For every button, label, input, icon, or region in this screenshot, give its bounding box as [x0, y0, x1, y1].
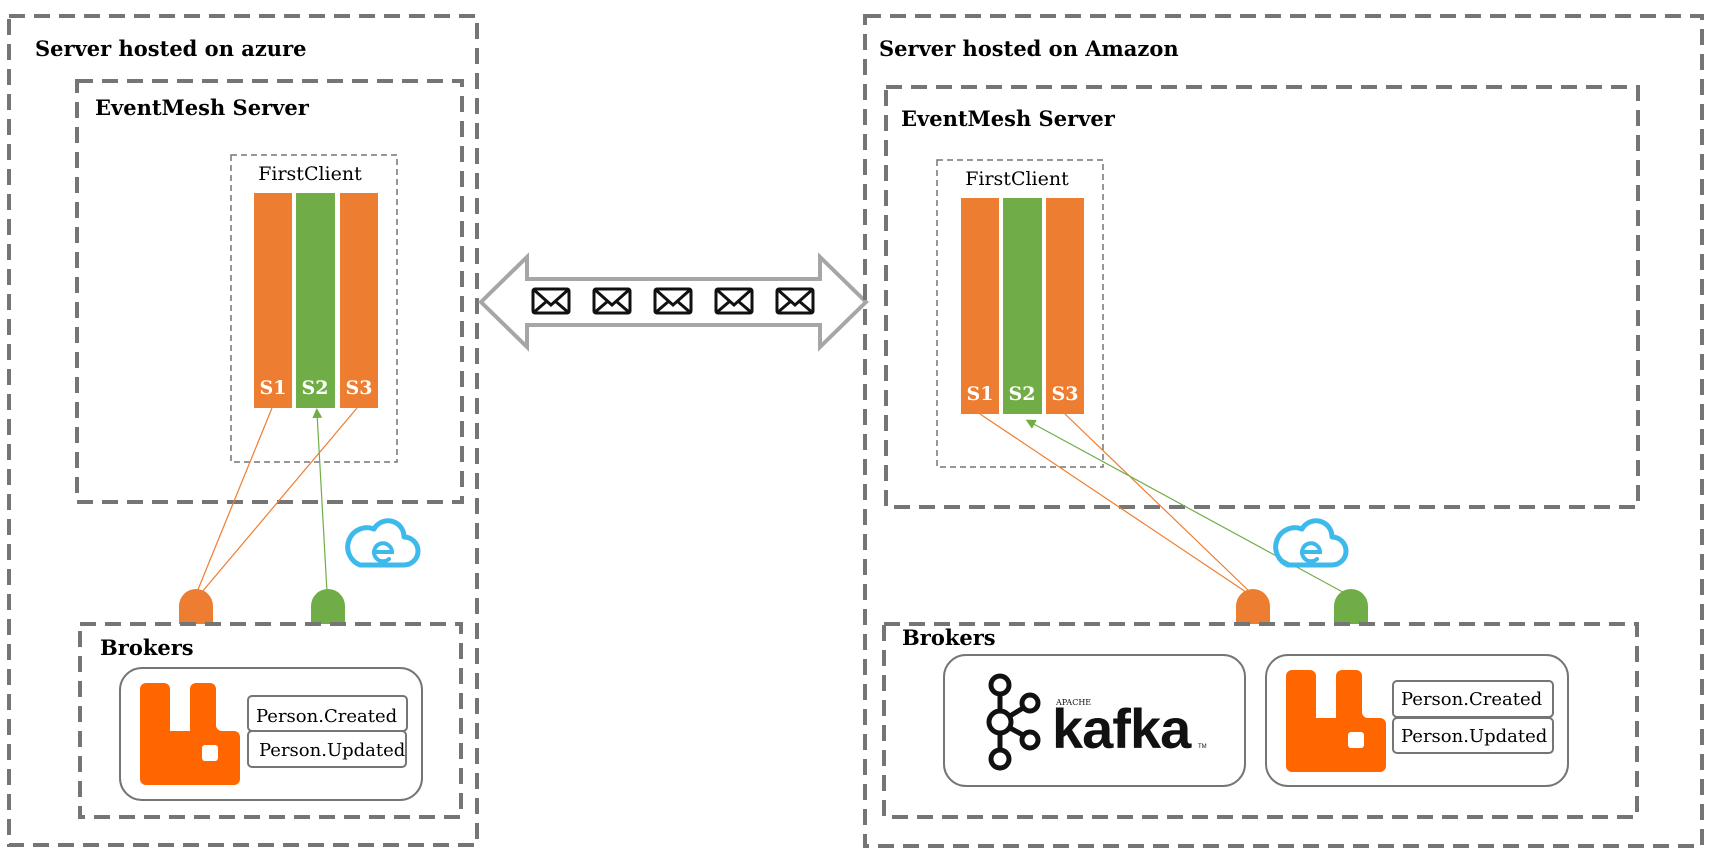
left-bar-s3 [340, 193, 378, 408]
envelope-icon [653, 287, 693, 315]
right-green-connector-icon [1334, 589, 1368, 624]
left-brokers-title: Brokers [100, 635, 194, 660]
right-brokers-border [882, 622, 1639, 819]
kafka-apache-text: APACHE [1055, 698, 1091, 707]
right-topic-box-updated [1392, 717, 1554, 754]
kafka-name-text: kafka [1052, 697, 1192, 760]
left-brokers-border [78, 622, 463, 819]
right-eventmesh-cloud-icon [1276, 521, 1346, 565]
left-link-s2 [312, 408, 328, 593]
message-exchange-arrow [478, 252, 869, 352]
right-bar-s1 [961, 198, 999, 414]
left-eventmesh-cloud-icon [348, 521, 418, 565]
left-topic-created: Person.Created [256, 706, 397, 727]
right-topic-updated: Person.Updated [1401, 726, 1547, 747]
right-server: Server hosted on Amazon EventMesh Server… [863, 14, 1704, 848]
left-bar-label-s1: S1 [260, 377, 287, 399]
right-bar-s3 [1046, 198, 1084, 414]
right-eventmesh-title: EventMesh Server [901, 106, 1116, 131]
right-server-border [863, 14, 1704, 848]
left-link-s3 [201, 407, 358, 593]
right-topic-created: Person.Created [1401, 689, 1542, 710]
envelope-icon [714, 287, 754, 315]
left-bar-label-s3: S3 [346, 377, 373, 399]
left-topic-updated: Person.Updated [259, 740, 405, 761]
left-link-s1 [196, 407, 273, 593]
left-server: Server hosted on azure EventMesh Server … [7, 14, 479, 847]
envelope-icon [592, 287, 632, 315]
left-client-label: FirstClient [258, 163, 362, 185]
left-client-border [230, 154, 398, 463]
left-green-connector-icon [311, 589, 345, 624]
left-topic-box-updated [247, 730, 407, 768]
right-eventmesh-border [884, 85, 1640, 509]
envelope-icon [531, 287, 571, 315]
right-orange-connector-icon [1236, 589, 1270, 624]
left-eventmesh-border [75, 79, 464, 504]
right-bar-s2 [1003, 198, 1042, 414]
right-brokers-title: Brokers [902, 625, 996, 650]
right-link-s1 [979, 413, 1247, 593]
right-bar-label-s1: S1 [967, 383, 994, 405]
kafka-card [943, 654, 1246, 787]
kafka-logo: APACHE kafka TM [986, 673, 1207, 771]
left-bar-s2 [296, 193, 335, 408]
right-server-title: Server hosted on Amazon [879, 36, 1179, 61]
left-orange-connector-icon [179, 589, 213, 624]
left-server-title: Server hosted on azure [35, 36, 307, 61]
right-link-s3 [1064, 413, 1251, 593]
envelope-icon [775, 287, 815, 315]
kafka-tm-text: TM [1198, 744, 1207, 750]
left-bar-label-s2: S2 [302, 377, 329, 399]
right-client-border [936, 159, 1104, 468]
right-bar-label-s3: S3 [1052, 383, 1079, 405]
right-bar-label-s2: S2 [1009, 383, 1036, 405]
left-eventmesh-title: EventMesh Server [95, 95, 310, 120]
right-client-label: FirstClient [965, 168, 1069, 190]
left-bar-s1 [254, 193, 292, 408]
left-server-border [7, 14, 479, 847]
